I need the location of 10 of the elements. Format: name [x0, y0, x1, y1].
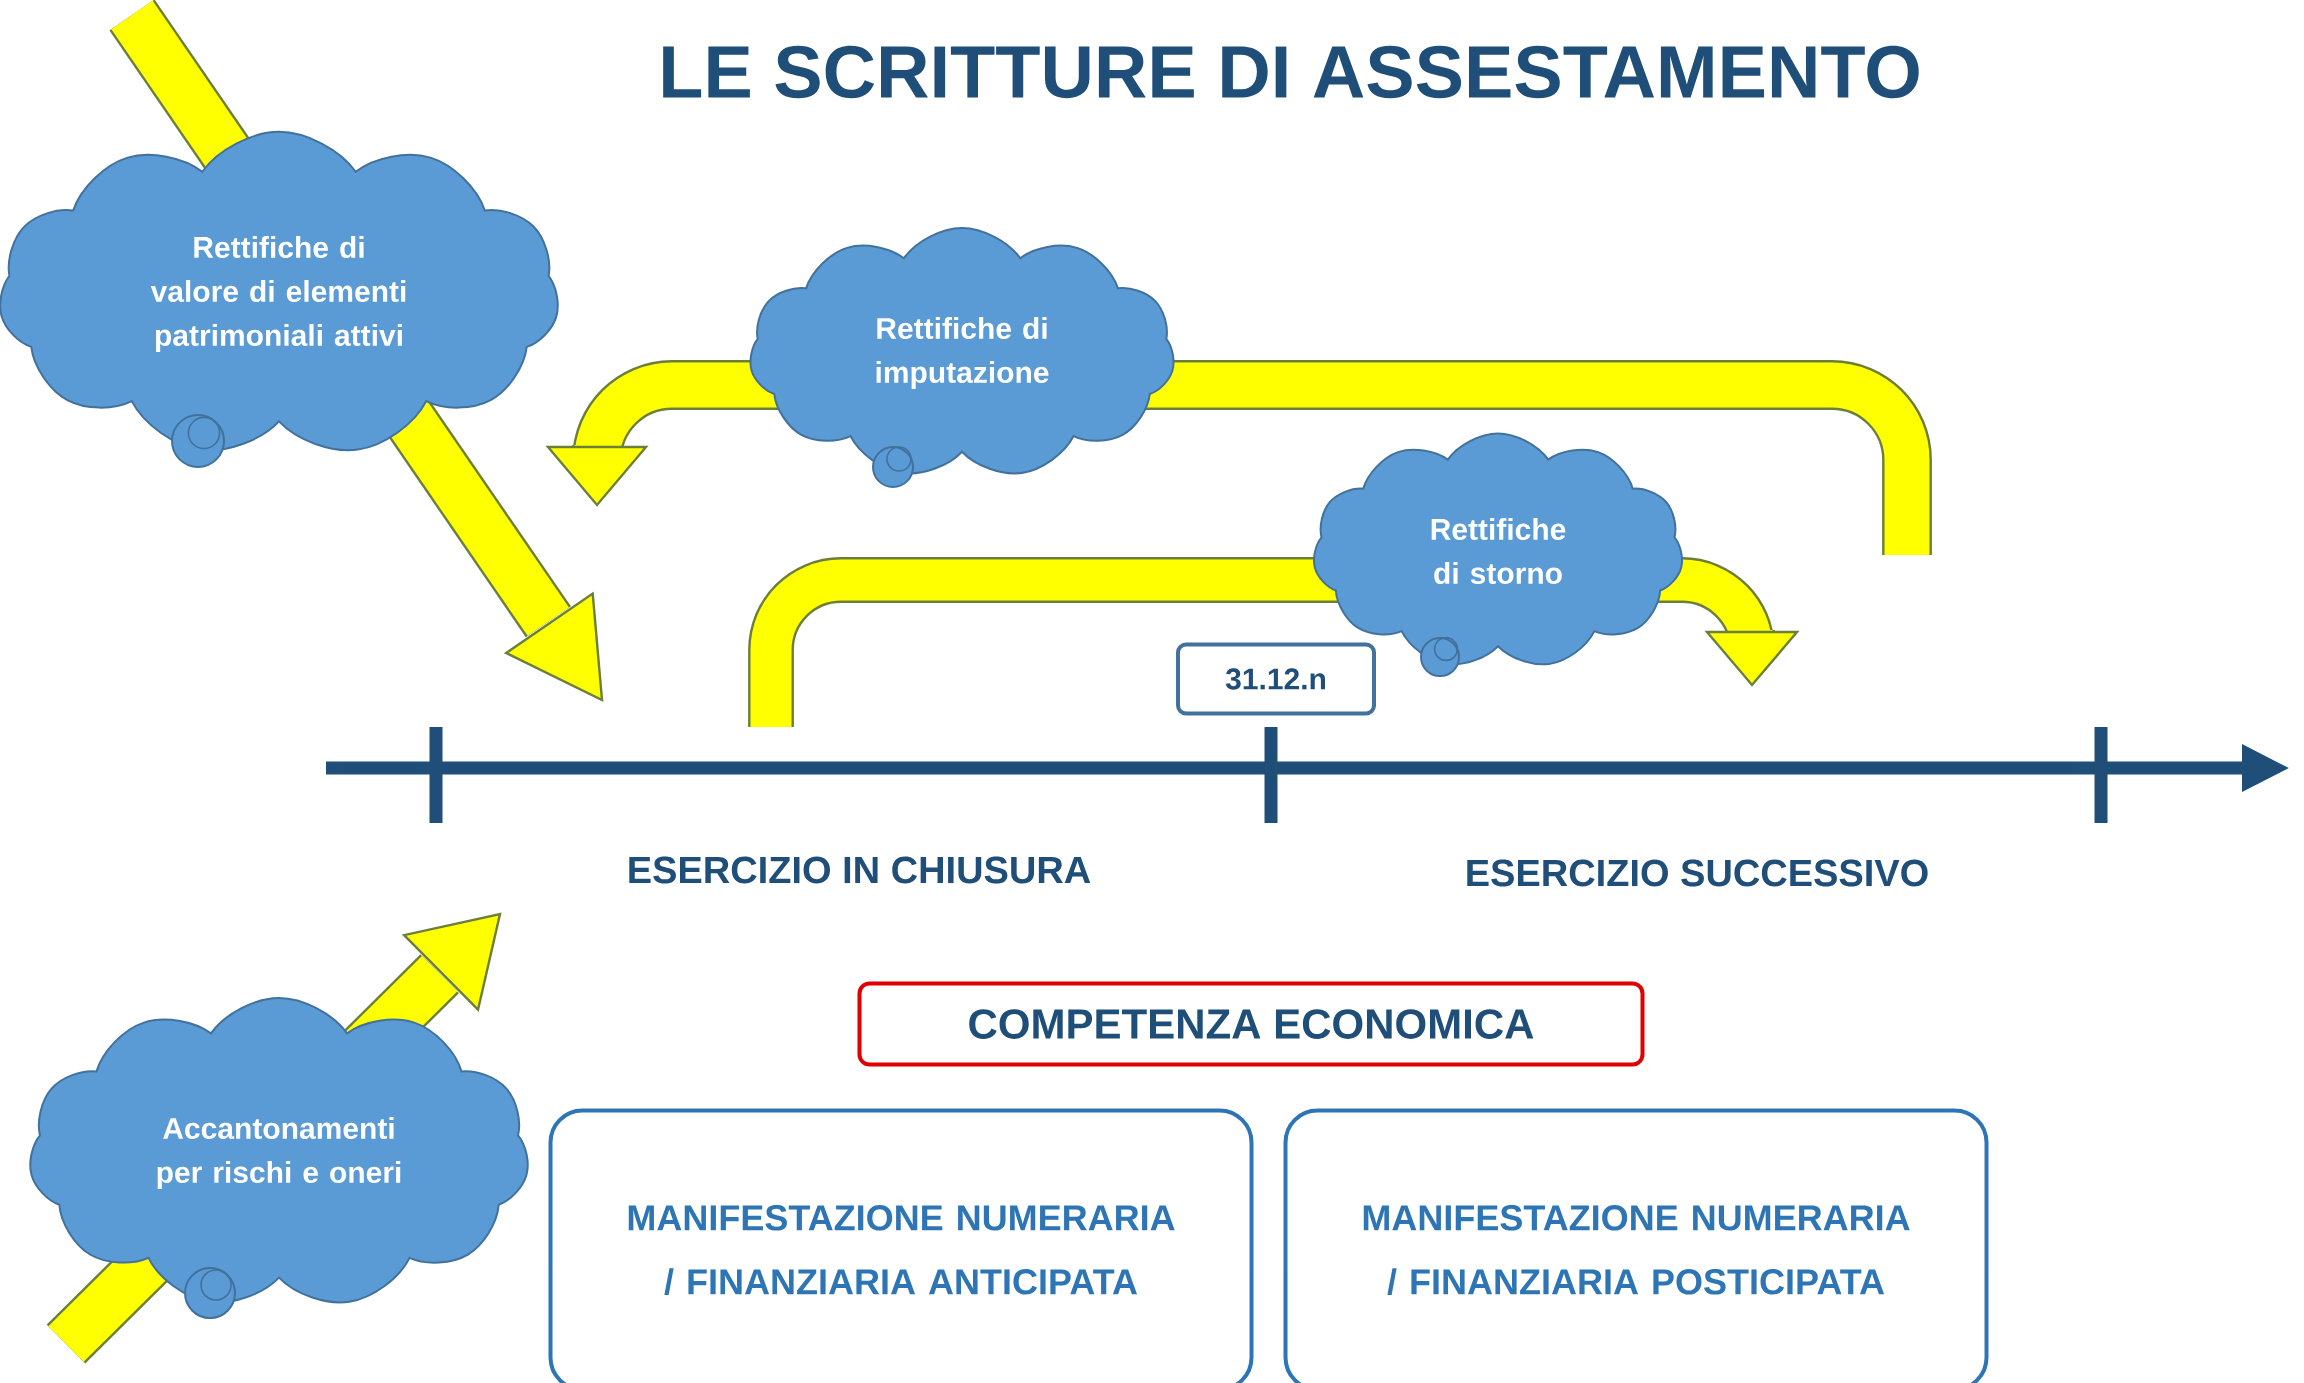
thought-cloud: Accantonamenti per rischi e oneri — [29, 997, 529, 1319]
rounded-box: MANIFESTAZIONE NUMERARIA / FINANZIARIA POSTICIPATA — [1283, 1108, 1989, 1383]
rounded-box: MANIFESTAZIONE NUMERARIA / FINANZIARIA ANTICIPATA — [548, 1108, 1254, 1383]
thought-cloud: Rettifiche di imputazione — [749, 227, 1175, 488]
title: LE SCRITTURE DI ASSESTAMENTO — [663, 45, 1919, 99]
heading-box: COMPETENZA ECONOMICA — [857, 981, 1645, 1067]
date-box: 31.12.n — [1176, 642, 1376, 716]
period-label: ESERCIZIO IN CHIUSURA — [629, 856, 1091, 884]
period-label: ESERCIZIO SUCCESSIVO — [1467, 859, 1928, 887]
thought-cloud: Rettifiche di valore di elementi patrimoniali attivi — [0, 130, 559, 468]
